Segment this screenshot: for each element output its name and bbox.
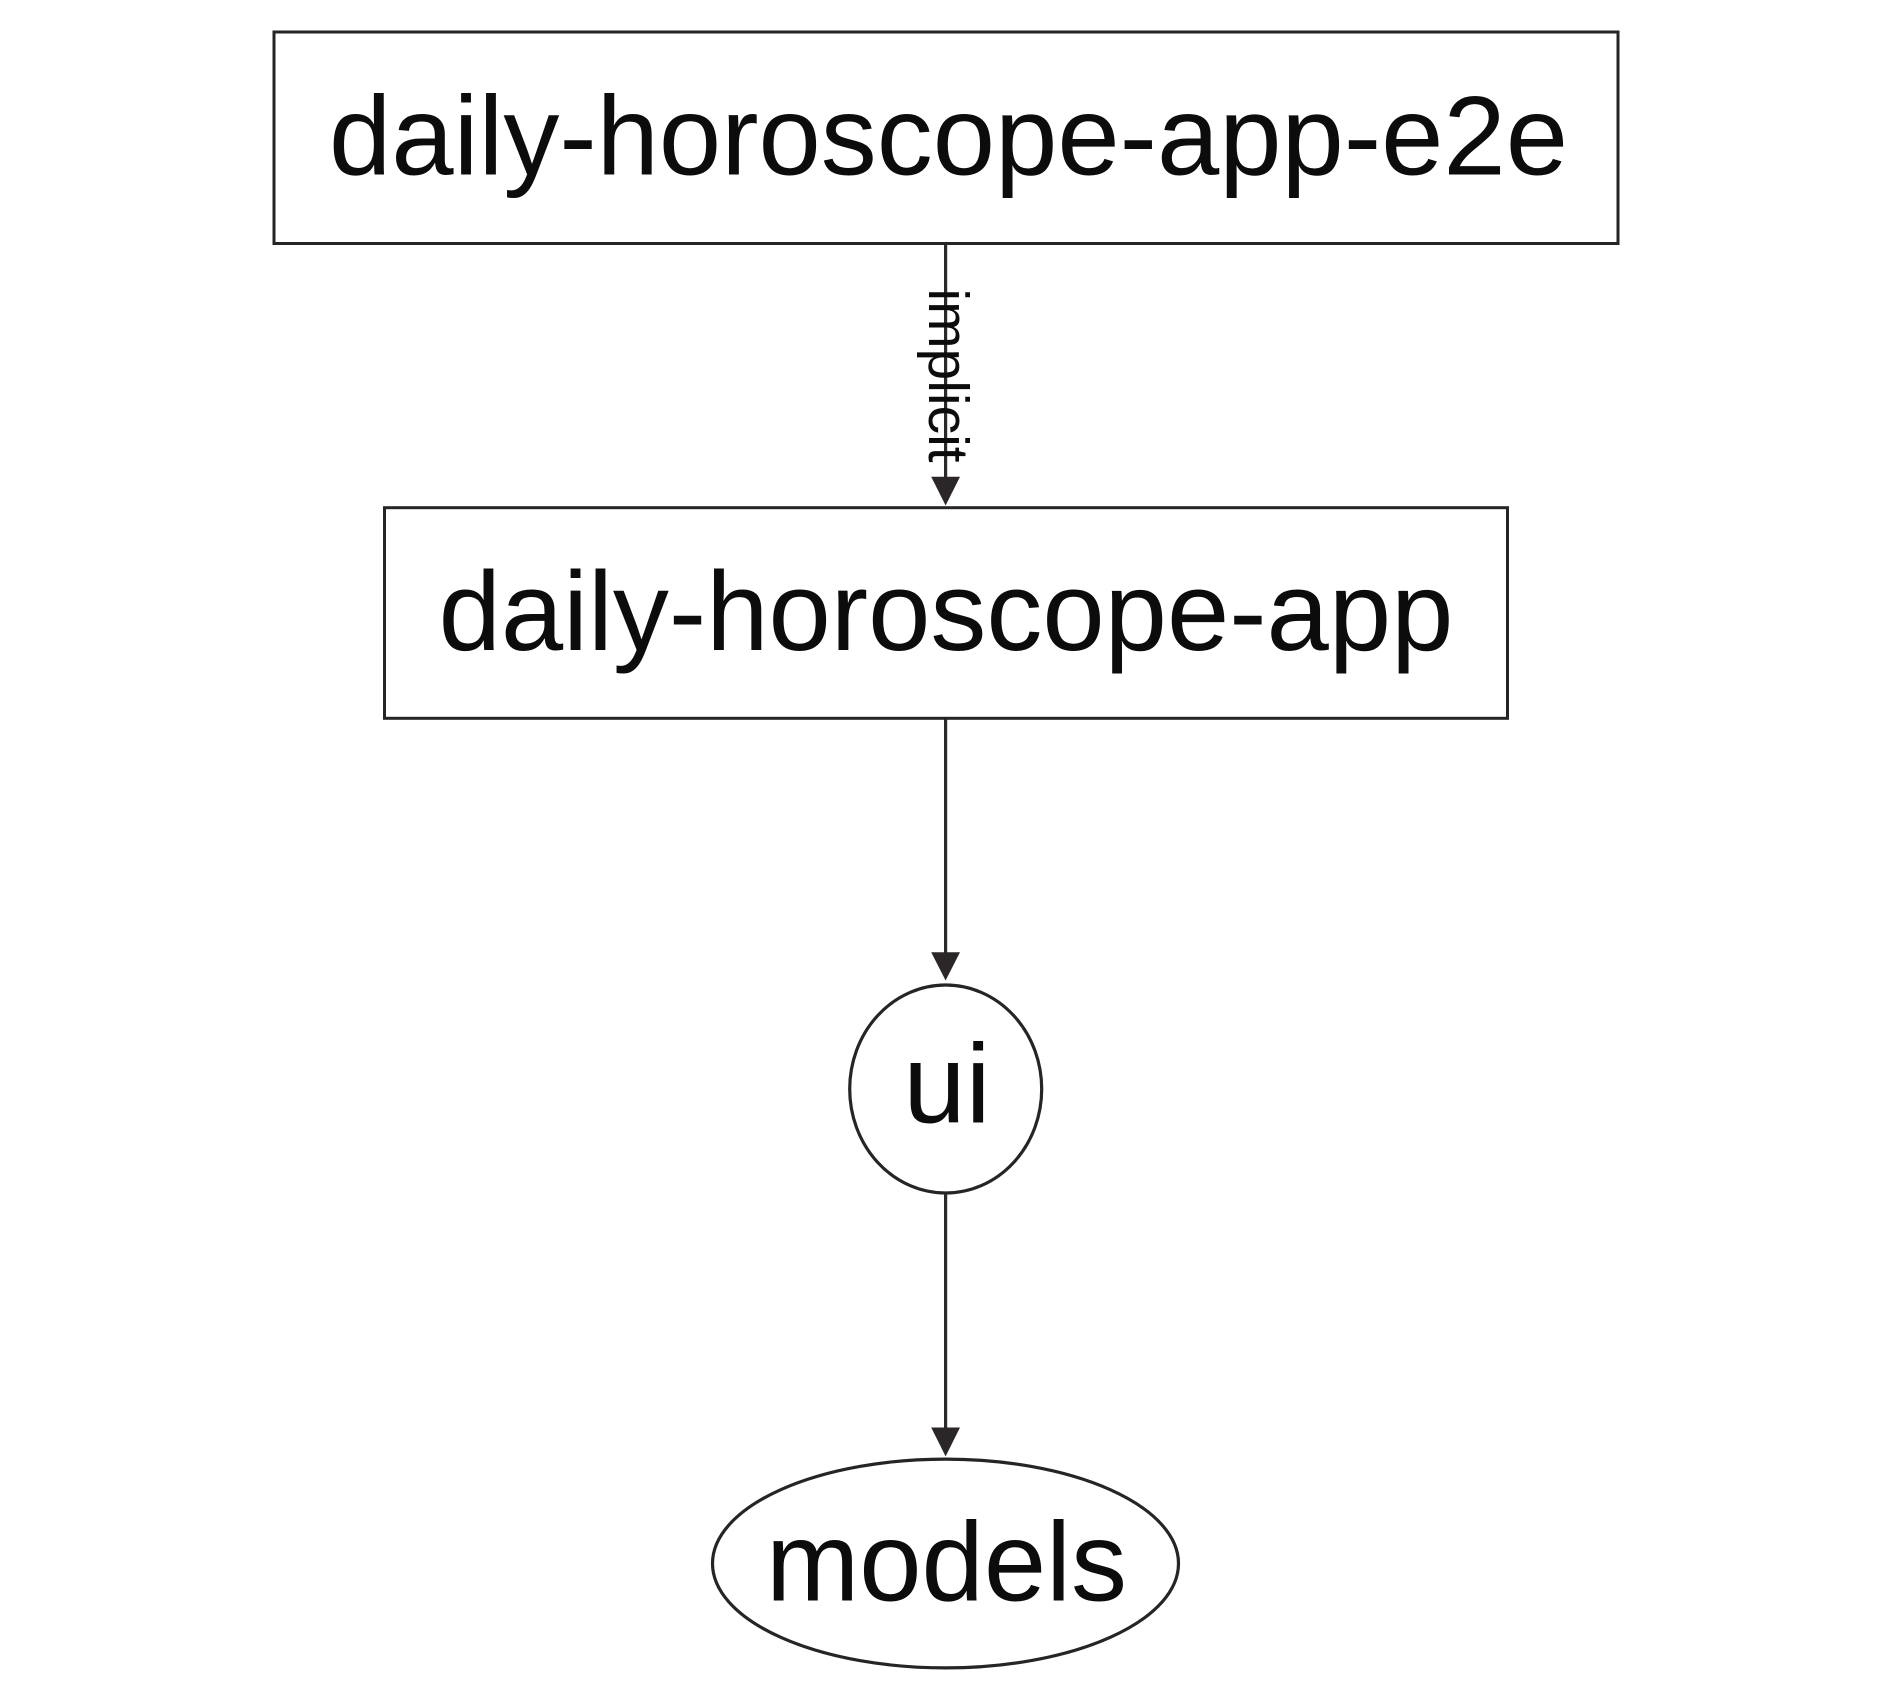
svg-text:models: models — [766, 1499, 1127, 1624]
svg-text:implicit: implicit — [916, 288, 980, 462]
svg-text:ui: ui — [903, 1022, 990, 1147]
svg-text:daily-horoscope-app-e2e: daily-horoscope-app-e2e — [329, 74, 1568, 199]
svg-text:daily-horoscope-app: daily-horoscope-app — [439, 549, 1454, 674]
